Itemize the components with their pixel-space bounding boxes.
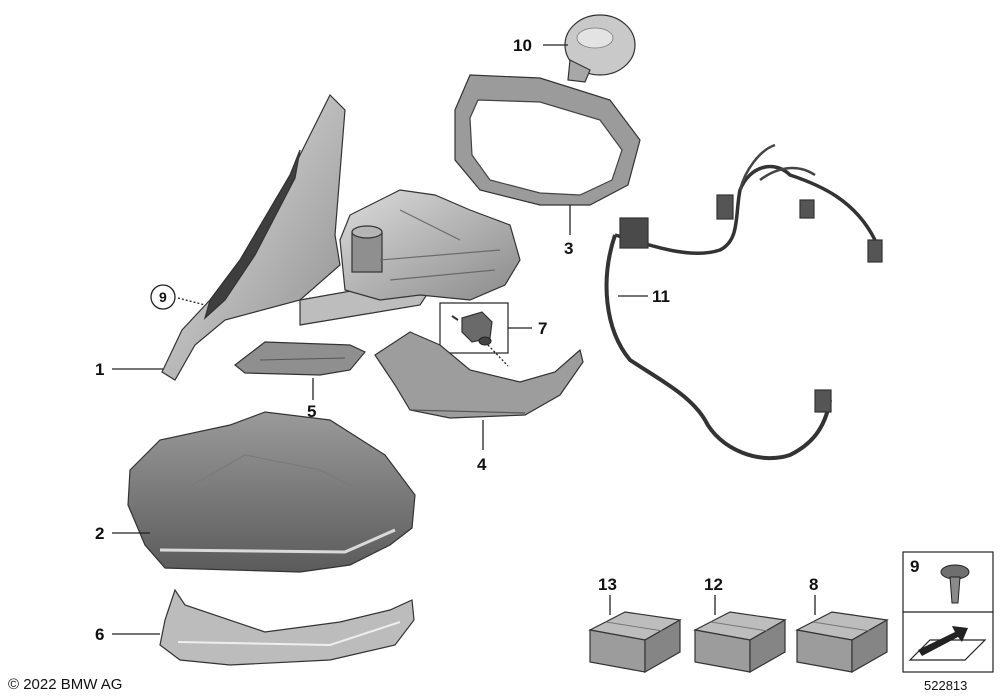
callout-4: 4	[477, 455, 487, 474]
callout-12: 12	[704, 575, 723, 594]
mirror-bracket-part	[339, 189, 521, 301]
turn-signal-part	[159, 588, 415, 666]
assembly-arrow-icon	[908, 626, 987, 661]
bottom-trim-part	[234, 341, 366, 376]
screw-legend-box	[902, 551, 994, 673]
small-motor-part	[439, 302, 509, 354]
kit-box-8	[795, 611, 889, 674]
callout-1: 1	[95, 360, 104, 379]
mirror-cap-part	[127, 411, 416, 573]
callout-6: 6	[95, 625, 104, 644]
kit-box-13	[588, 611, 682, 674]
callout-3: 3	[564, 239, 573, 258]
callout-9-circled: 9	[159, 289, 167, 305]
callout-11: 11	[652, 287, 670, 306]
kit-box-12	[693, 611, 787, 674]
callout-8: 8	[809, 575, 818, 594]
circled-callout-9	[150, 284, 176, 310]
image-number: 522813	[924, 678, 968, 693]
lower-housing-part	[374, 331, 584, 419]
callout-10: 10	[513, 36, 532, 55]
callout-2: 2	[95, 524, 104, 543]
screw-icon	[940, 564, 970, 604]
leader-lines	[112, 44, 816, 635]
copyright-notice: © 2022 BMW AG	[8, 676, 123, 693]
actuator-dome-part	[564, 14, 636, 83]
callout-5: 5	[307, 402, 316, 421]
mirror-frame-part	[454, 74, 641, 206]
wiring-harness-part	[604, 143, 883, 461]
callout-7: 7	[538, 319, 547, 338]
callout-13: 13	[598, 575, 617, 594]
callout-9-box: 9	[910, 557, 919, 576]
